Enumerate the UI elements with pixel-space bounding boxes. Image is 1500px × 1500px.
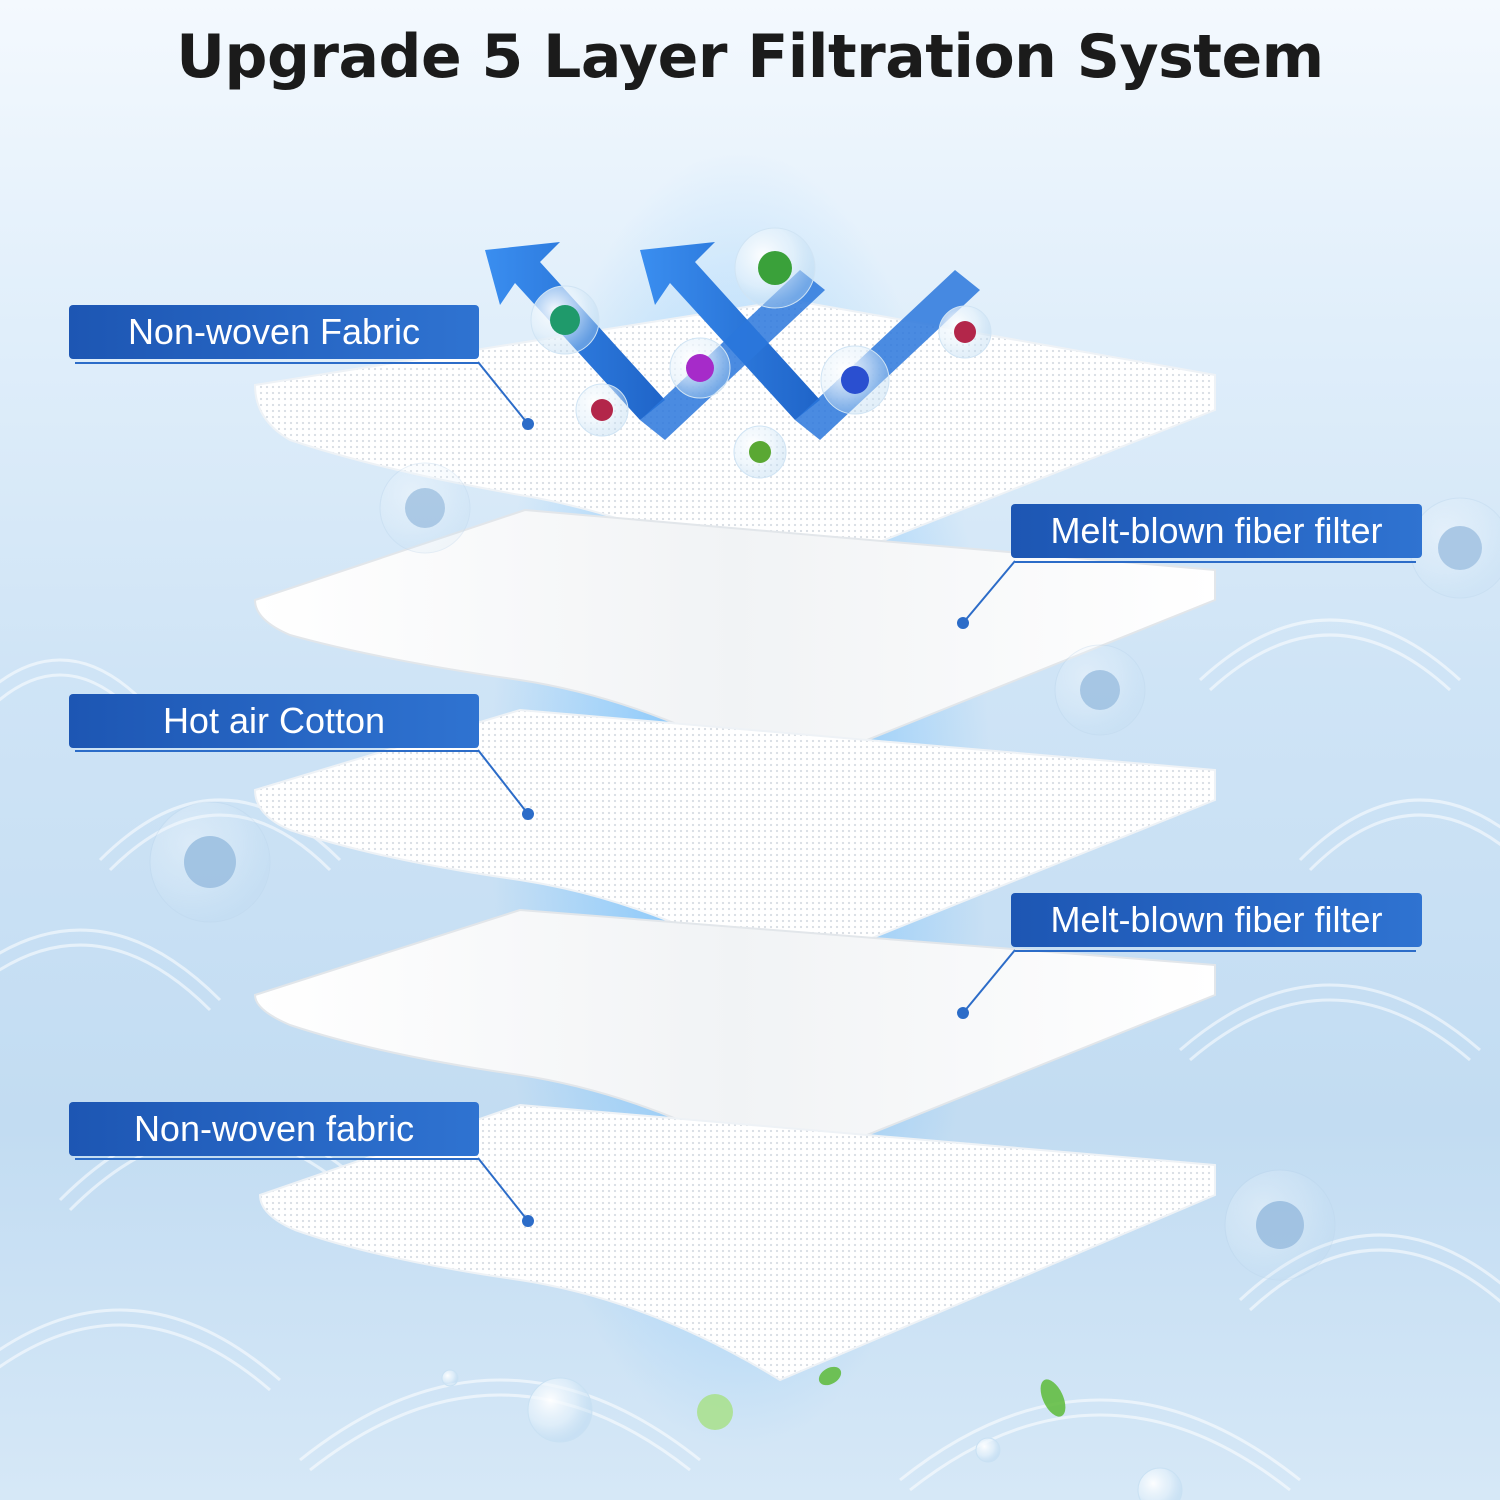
- page-title: Upgrade 5 Layer Filtration System: [0, 22, 1500, 92]
- layer-2-label: Melt-blown fiber filter: [1011, 504, 1422, 558]
- layer-1-label: Non-woven Fabric: [69, 305, 479, 359]
- layer-4-underline: [1015, 950, 1416, 952]
- layer-2-underline: [1015, 561, 1416, 563]
- layer-1-underline: [75, 362, 479, 364]
- layer-3-label: Hot air Cotton: [69, 694, 479, 748]
- layer-5-underline: [75, 1158, 479, 1160]
- layer-3-underline: [75, 750, 479, 752]
- layer-5-label: Non-woven fabric: [69, 1102, 479, 1156]
- layer-4-label: Melt-blown fiber filter: [1011, 893, 1422, 947]
